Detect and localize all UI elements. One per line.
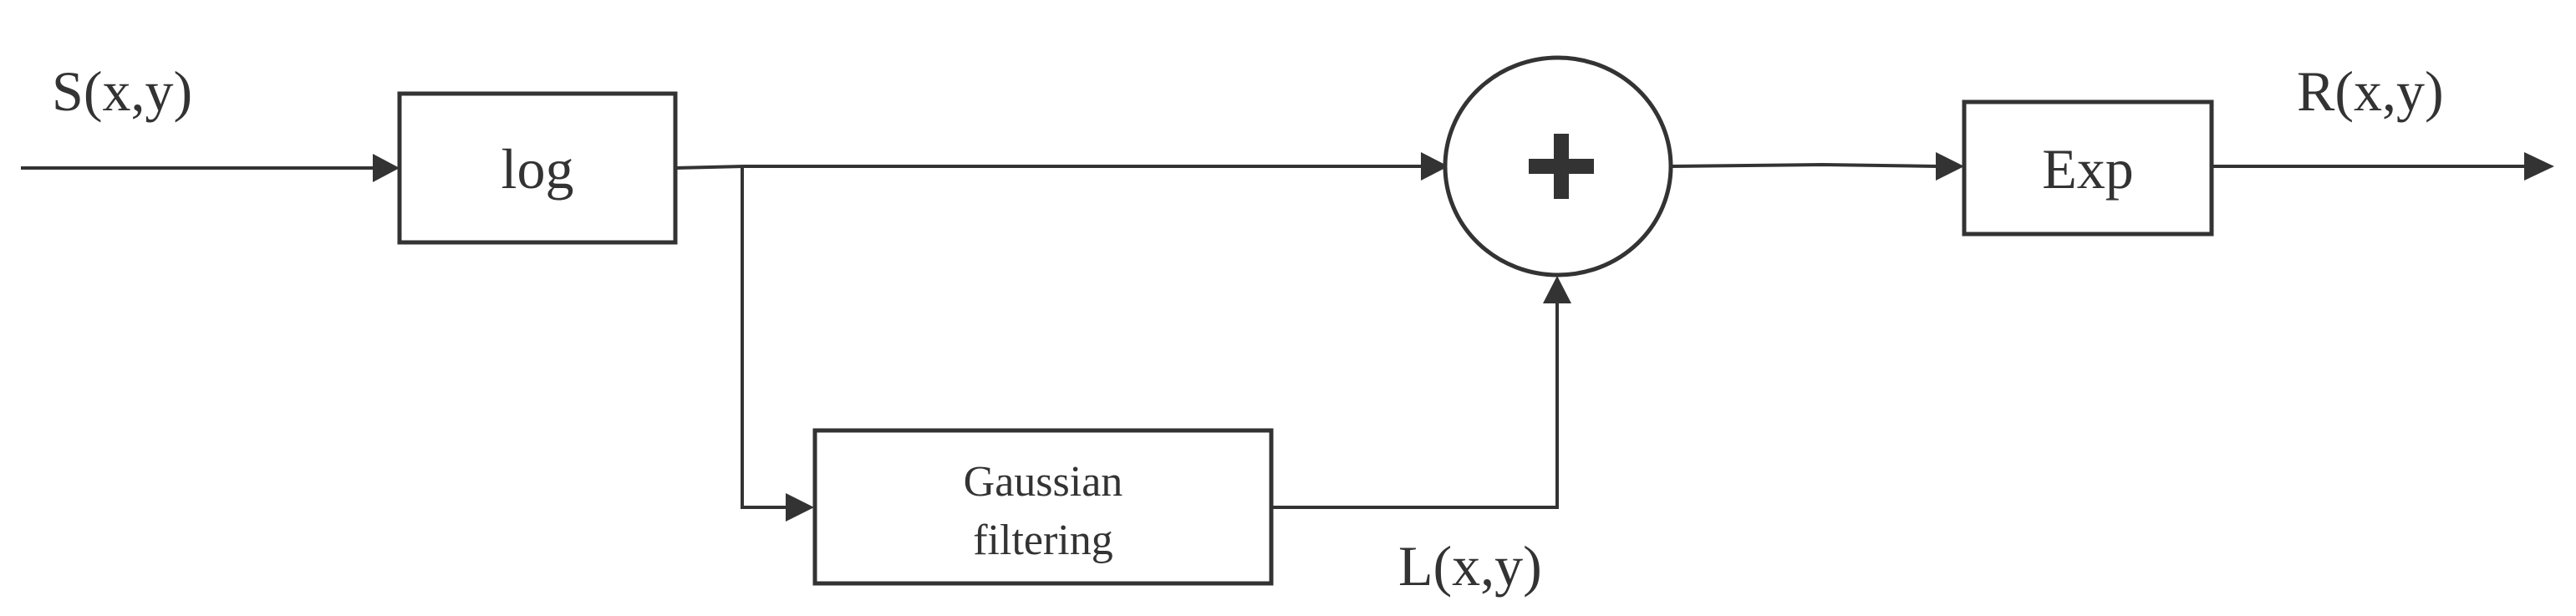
exp-block [1962, 99, 2214, 237]
gaussian-label-line2: filtering [973, 517, 1113, 564]
illumination-signal-label: L(x,y) [1398, 534, 1542, 598]
exp-input-arrowhead [1936, 152, 1964, 181]
output-arrowhead [2524, 152, 2554, 181]
gaussian-input-arrowhead [786, 493, 814, 522]
log-to-adder-wire [675, 165, 1421, 170]
branch-to-gaussian-wire [741, 166, 786, 509]
adder-bottom-arrowhead [1543, 276, 1571, 303]
log-block-label: log [501, 137, 574, 201]
gaussian-label-line1: Gaussian [964, 458, 1123, 506]
input-arrowhead [373, 154, 400, 182]
adder-left-arrowhead [1421, 152, 1448, 181]
exp-block-label: Exp [2042, 137, 2134, 201]
input-signal-label: S(x,y) [52, 59, 192, 123]
output-signal-label: R(x,y) [2297, 59, 2444, 123]
gaussian-to-adder-wire [1271, 303, 1559, 509]
adder-to-exp-wire [1670, 162, 1938, 168]
plus-icon [1529, 134, 1594, 199]
gaussian-filter-block [812, 428, 1274, 586]
